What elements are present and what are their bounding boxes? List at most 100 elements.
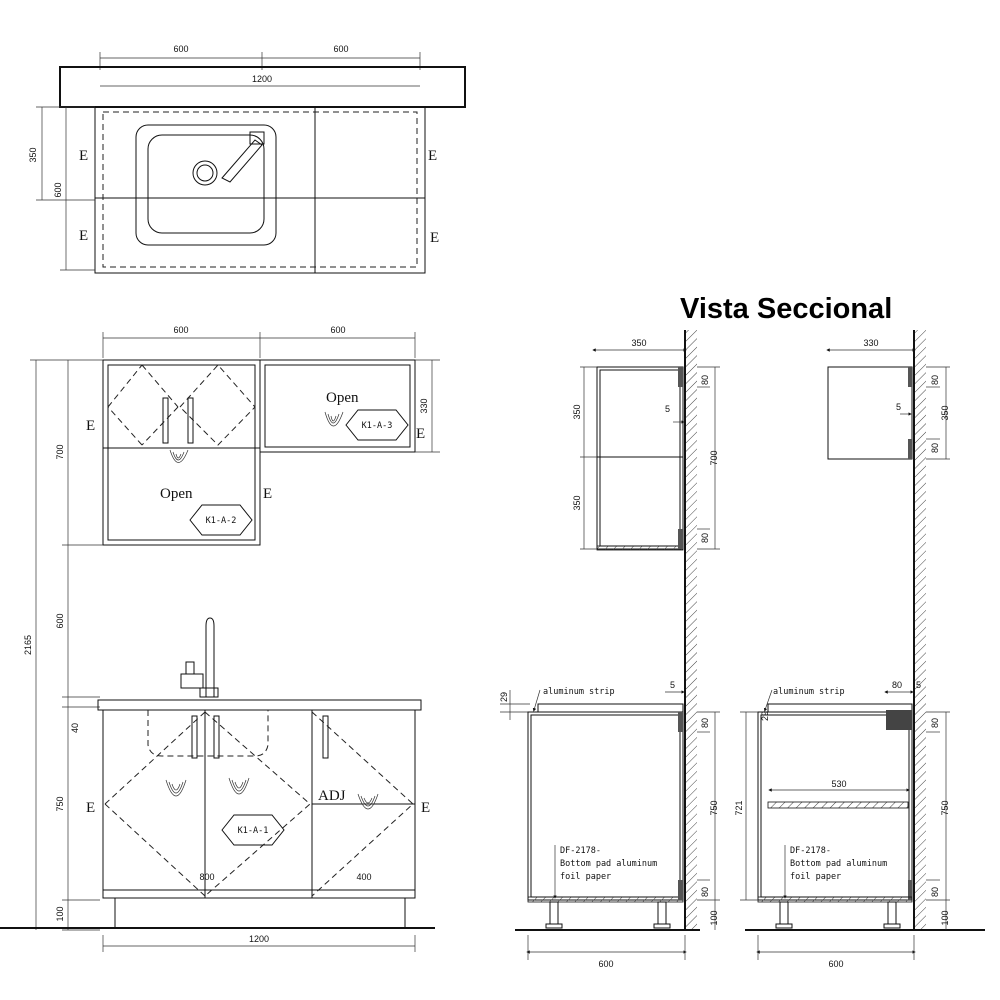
top-dim-left: 600 (173, 44, 188, 54)
secR-note-line2: Bottom pad aluminum (790, 859, 887, 869)
secL-note-line3: foil paper (560, 872, 611, 882)
edge-label: E (86, 800, 95, 816)
secL-dim-80-a: 80 (700, 375, 710, 385)
sink-bowl-inner (147, 134, 265, 234)
secR-upper-cabinet (827, 366, 913, 460)
secL-dim-shelf-2: 350 (572, 495, 582, 510)
front-dim-base-height: 750 (55, 796, 65, 811)
countertop-back (59, 66, 466, 108)
secL-upper-cabinet (596, 366, 684, 550)
upper-right-cabinet (259, 359, 416, 453)
secL-dim-29: 29 (499, 692, 509, 702)
front-dim-upper-height: 700 (55, 444, 65, 459)
secR-dim-80-top: 80 (892, 680, 902, 690)
wall-hatch (914, 330, 926, 930)
edge-label: E (86, 418, 95, 434)
tag-upper-right (345, 409, 409, 441)
secR-dim-350: 350 (940, 405, 950, 420)
leg (887, 901, 897, 925)
front-dim-top-left: 600 (173, 325, 188, 335)
front-dim-top-right: 600 (330, 325, 345, 335)
sink-bowl-outer (135, 124, 277, 246)
secL-dim-80-b: 80 (700, 533, 710, 543)
open-label-left: Open (160, 486, 193, 502)
secL-note-line2: Bottom pad aluminum (560, 859, 657, 869)
tag-upper-right-text: K1-A-3 (362, 421, 393, 431)
secL-strip-label: aluminum strip (543, 687, 615, 697)
top-view: 600 600 1200 350 600 E E E E (28, 44, 466, 274)
secR-dim-721: 721 (734, 800, 744, 815)
edge-label: E (416, 426, 425, 442)
countertop (97, 699, 422, 711)
secL-dim-depth-upper: 350 (631, 338, 646, 348)
secR-dim-750: 750 (940, 800, 950, 815)
upper-left-cabinet (102, 359, 261, 546)
edge-label: E (79, 228, 88, 244)
secR-note-line3: foil paper (790, 872, 841, 882)
front-view: 600 600 Open K1-A-2 E E Open K1-A-3 330 … (0, 325, 440, 952)
secR-dim-80-b: 80 (930, 443, 940, 453)
secR-dim-100: 100 (940, 910, 950, 925)
section-left: 350 350 350 5 80 700 80 29 aluminum stri… (499, 330, 720, 969)
secR-dim-depth-base: 600 (828, 959, 843, 969)
front-dim-upper-right: 330 (419, 398, 429, 413)
secL-dim-depth-base: 600 (598, 959, 613, 969)
section-right: 330 80 350 80 5 aluminum strip 80 5 29 5… (734, 330, 985, 969)
edge-label: E (428, 148, 437, 164)
wood-grain-icon (357, 793, 379, 810)
faucet-top-icon (221, 139, 263, 183)
wood-grain-icon (228, 777, 250, 795)
secR-dim-80-a: 80 (930, 375, 940, 385)
leg (657, 901, 667, 925)
wood-grain-icon (165, 779, 187, 797)
secR-dim-5: 5 (896, 402, 901, 412)
wall-hatch (685, 330, 697, 930)
secR-dim-29: 29 (760, 711, 770, 721)
leg (549, 901, 559, 925)
edge-label: E (430, 230, 439, 246)
front-dim-gap: 600 (55, 613, 65, 628)
secL-dim-gap-5: 5 (665, 404, 670, 414)
secR-shelf (767, 801, 909, 809)
edge-label: E (79, 148, 88, 164)
wood-grain-icon (324, 411, 344, 427)
wood-grain-icon (169, 449, 189, 463)
tag-upper-left-text: K1-A-2 (206, 516, 237, 526)
tag-upper-left (189, 504, 253, 536)
secL-dim-upper-total: 700 (709, 450, 719, 465)
top-dim-side-total: 600 (53, 182, 63, 197)
tag-base-text: K1-A-1 (238, 826, 269, 836)
adj-label: ADJ (318, 788, 346, 804)
front-dim-leg: 100 (55, 906, 65, 921)
secL-dim-100: 100 (709, 910, 719, 925)
top-dim-side-upper: 350 (28, 147, 38, 162)
secL-dim-750: 750 (709, 800, 719, 815)
secL-dim-80-c: 80 (700, 718, 710, 728)
drain-icon (192, 160, 218, 186)
secL-dim-shelf-1: 350 (572, 404, 582, 419)
edge-label: E (263, 486, 272, 502)
leg (779, 901, 789, 925)
secR-note-line1: DF-2178- (790, 846, 831, 856)
front-dim-bottom-left: 800 (199, 872, 214, 882)
front-dim-overall-height: 2165 (23, 635, 33, 655)
secR-dim-shelf: 530 (831, 779, 846, 789)
section-title: Vista Seccional (680, 293, 892, 325)
tag-base (221, 814, 285, 846)
top-cabinet-outline (94, 106, 426, 274)
front-dim-bottom-right: 400 (356, 872, 371, 882)
front-dim-counter: 40 (70, 723, 80, 733)
open-label-right: Open (326, 390, 359, 406)
secL-dim-80-d: 80 (700, 887, 710, 897)
top-dim-right: 600 (333, 44, 348, 54)
top-dim-total: 1200 (252, 74, 272, 84)
secR-dim-5-top: 5 (916, 680, 921, 690)
secL-dim-5-b: 5 (670, 680, 675, 690)
secR-dim-depth-upper: 330 (863, 338, 878, 348)
secR-strip-label: aluminum strip (773, 687, 845, 697)
secL-note-line1: DF-2178- (560, 846, 601, 856)
plinth (114, 897, 406, 929)
faucet-icon (205, 617, 215, 698)
edge-label: E (421, 800, 430, 816)
